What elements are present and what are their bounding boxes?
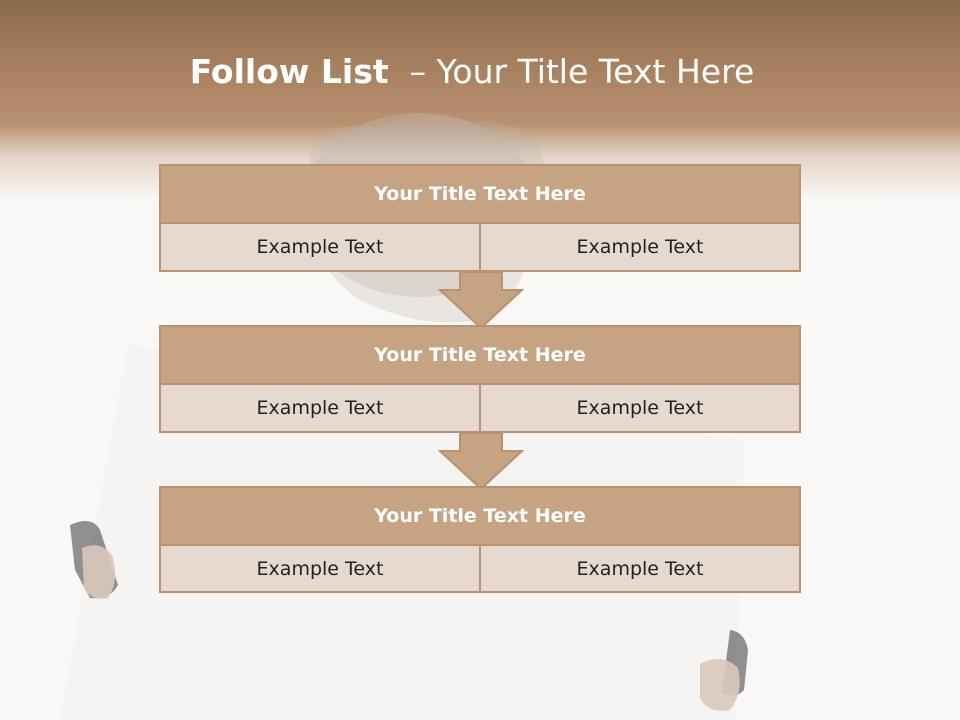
- title-dash: –: [388, 52, 427, 91]
- title-rest: Your Title Text Here: [436, 52, 755, 91]
- step-title: Your Title Text Here: [161, 488, 799, 544]
- step-title: Your Title Text Here: [161, 166, 799, 222]
- step-cell-left: Example Text: [161, 546, 479, 591]
- flow-step-3: Your Title Text Here Example Text Exampl…: [159, 486, 801, 593]
- title-bold: Follow List: [189, 52, 389, 91]
- flow-step-1: Your Title Text Here Example Text Exampl…: [159, 164, 801, 272]
- step-row: Example Text Example Text: [161, 383, 799, 431]
- step-cell-right: Example Text: [479, 224, 799, 270]
- slide-title: Follow List – Your Title Text Here: [0, 52, 944, 91]
- down-arrow-icon: [438, 271, 524, 330]
- step-cell-right: Example Text: [479, 385, 799, 431]
- flow-step-2: Your Title Text Here Example Text Exampl…: [159, 325, 801, 433]
- step-cell-right: Example Text: [479, 546, 799, 591]
- step-cell-left: Example Text: [161, 385, 479, 431]
- step-title: Your Title Text Here: [161, 327, 799, 383]
- down-arrow-icon: [438, 432, 524, 491]
- step-row: Example Text Example Text: [161, 544, 799, 591]
- step-cell-left: Example Text: [161, 224, 479, 270]
- step-row: Example Text Example Text: [161, 222, 799, 270]
